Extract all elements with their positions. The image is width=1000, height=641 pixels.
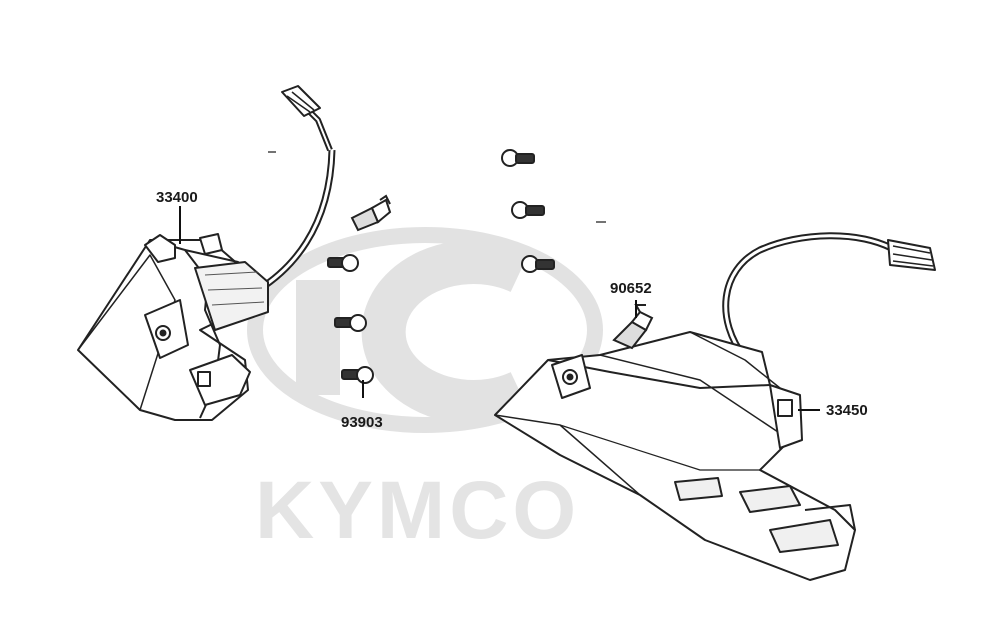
screw-group-middle	[501, 149, 555, 273]
right-light-assembly	[494, 232, 936, 581]
screw-6	[521, 255, 555, 273]
kymco-logo-watermark	[247, 227, 603, 433]
screw-group-left	[327, 254, 374, 384]
clip-fastener-left	[350, 194, 392, 232]
part-number-93903: 93903	[341, 414, 383, 431]
screw-2	[334, 314, 367, 332]
screw-3	[341, 366, 374, 384]
kymco-watermark-text: KYMCO	[255, 465, 581, 556]
part-number-33450: 33450	[826, 402, 868, 419]
screw-4	[501, 149, 535, 167]
minor-marks	[268, 151, 606, 223]
screw-1	[327, 254, 359, 272]
part-number-90652: 90652	[610, 280, 652, 297]
clip-fastener-right	[612, 304, 654, 350]
leader-lines	[179, 206, 820, 411]
part-number-33400: 33400	[156, 189, 198, 206]
left-light-assembly	[77, 85, 336, 421]
screw-5	[511, 201, 545, 219]
